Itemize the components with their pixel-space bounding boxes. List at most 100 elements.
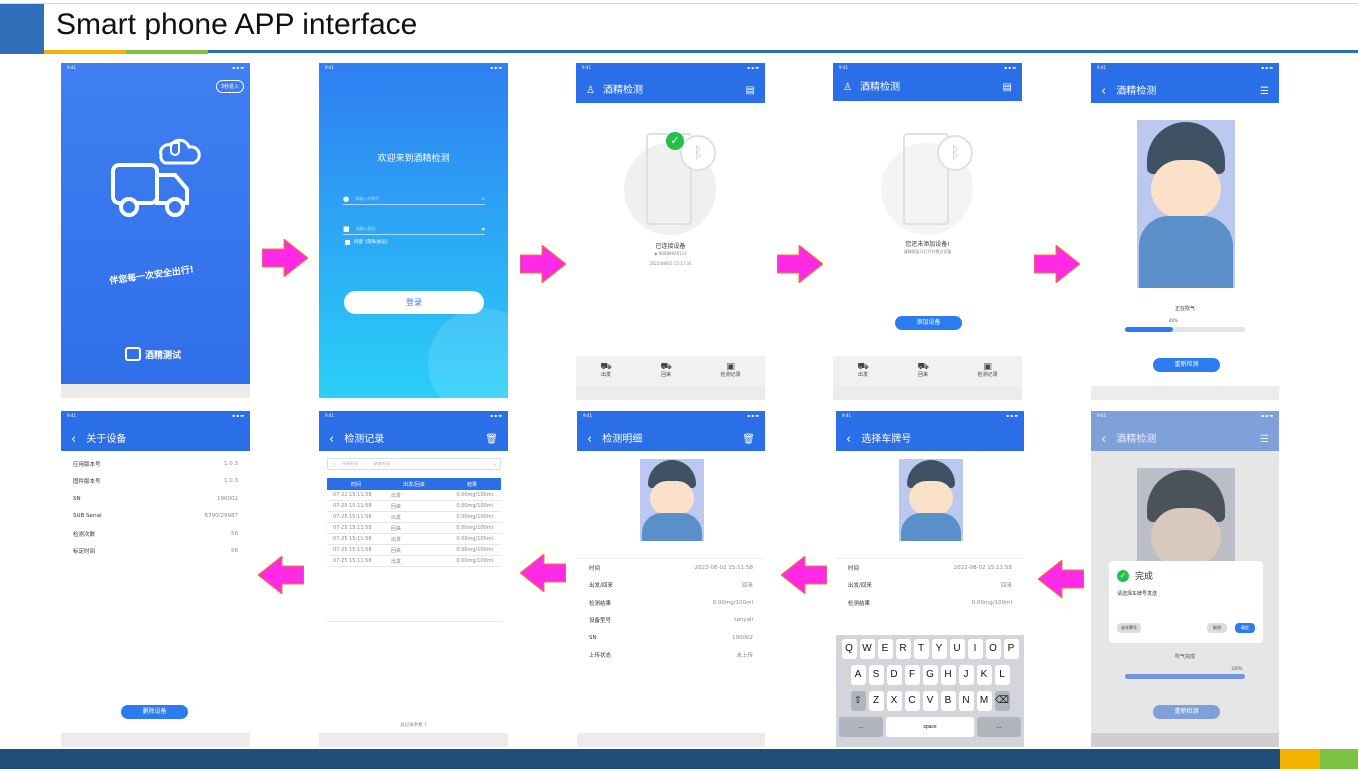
tab-records[interactable]: ▣检测记录 <box>978 363 998 379</box>
start-time-field[interactable]: 开始时间 <box>341 461 358 466</box>
key-n[interactable]: N <box>958 691 974 711</box>
key-k[interactable]: K <box>976 665 992 685</box>
login-button[interactable]: 登录 <box>344 291 484 314</box>
key-l[interactable]: L <box>994 665 1010 685</box>
key-d[interactable]: D <box>886 665 902 685</box>
back-icon[interactable]: ‹ <box>329 432 335 447</box>
key-f[interactable]: F <box>904 665 920 685</box>
mode-key[interactable]: ... <box>839 717 883 737</box>
detail-key: 出发/回来 <box>589 583 613 590</box>
info-value: 6790/29987 <box>204 513 238 520</box>
brand-truck-icon <box>125 347 141 361</box>
status-time: 9:41 <box>67 65 76 70</box>
truck-icon <box>111 138 201 217</box>
person-icon[interactable]: ♙ <box>843 82 852 93</box>
info-value: 1.0.3 <box>224 478 238 485</box>
cancel-button[interactable]: 取消 <box>1207 623 1227 633</box>
back-icon[interactable]: ‹ <box>587 432 593 447</box>
key-i[interactable]: I <box>967 639 983 659</box>
trash-icon[interactable]: 🗑 <box>742 434 755 445</box>
password-field[interactable]: ■ 请输入密码 ◉ <box>343 223 485 235</box>
key-r[interactable]: R <box>895 639 911 659</box>
person-icon[interactable]: ♙ <box>586 85 595 96</box>
date-range-search[interactable]: ▢ 开始时间 结束时间 ⌕ <box>327 458 501 470</box>
key-z[interactable]: Z <box>868 691 884 711</box>
key-v[interactable]: V <box>922 691 938 711</box>
filter-search-icon[interactable]: ☰ <box>1260 434 1269 445</box>
back-icon[interactable]: ‹ <box>1101 432 1107 447</box>
book-icon[interactable]: ▤ <box>745 85 755 96</box>
key-m[interactable]: M <box>976 691 992 711</box>
retest-button[interactable]: 重新检测 <box>1153 358 1220 372</box>
key-g[interactable]: G <box>922 665 938 685</box>
add-device-button[interactable]: 添加设备 <box>895 316 962 330</box>
tab-return[interactable]: ⛟回来 <box>917 363 928 379</box>
search-icon[interactable]: ⌕ <box>493 461 496 467</box>
plate-field[interactable]: ● 请输入车牌号 × <box>343 193 485 205</box>
bottom-strip <box>61 384 250 398</box>
key-h[interactable]: H <box>940 665 956 685</box>
trash-icon[interactable]: 🗑 <box>485 434 498 445</box>
key-t[interactable]: T <box>913 639 929 659</box>
dialog-message: 请选择车牌号发送 <box>1117 591 1158 597</box>
tab-records[interactable]: ▣检测记录 <box>721 363 741 379</box>
cell-result: 0.00mg/100ml <box>456 525 493 531</box>
footer-yellow-block <box>1280 749 1320 769</box>
arrow-right-1 <box>262 239 308 277</box>
key-x[interactable]: X <box>886 691 902 711</box>
back-icon[interactable]: ‹ <box>71 432 77 447</box>
key-u[interactable]: U <box>949 639 965 659</box>
bottom-strip <box>576 386 765 400</box>
choose-plate-button[interactable]: 选车牌号 <box>1117 623 1141 633</box>
key-a[interactable]: A <box>850 665 866 685</box>
back-icon[interactable]: ‹ <box>846 432 852 447</box>
app-title: 关于设备 <box>86 434 127 445</box>
space-key[interactable]: space <box>886 717 974 737</box>
delete-device-button[interactable]: 删除设备 <box>121 705 188 719</box>
dialog-actions: 选车牌号 取消 确定 <box>1117 623 1255 633</box>
tab-return[interactable]: ⛟回来 <box>660 363 671 379</box>
status-bar: 9:41▪ ▪ ▬ <box>577 411 765 421</box>
key-q[interactable]: Q <box>841 639 857 659</box>
backspace-key[interactable]: ⌫ <box>994 691 1010 711</box>
end-time-field[interactable]: 结束时间 <box>373 461 390 466</box>
tab-depart[interactable]: ⛟出发 <box>600 363 611 379</box>
back-icon[interactable]: ‹ <box>1101 84 1107 99</box>
footer-bar <box>0 749 1280 769</box>
key-c[interactable]: C <box>904 691 920 711</box>
key-s[interactable]: S <box>868 665 884 685</box>
shift-key[interactable]: ⇧ <box>850 691 866 711</box>
status-bar: 9:41▪ ▪ ▬ <box>836 411 1024 421</box>
key-o[interactable]: O <box>985 639 1001 659</box>
filter-search-icon[interactable]: ☰ <box>1260 86 1269 97</box>
key-e[interactable]: E <box>877 639 893 659</box>
detail-key: 时间 <box>589 565 601 572</box>
book-icon[interactable]: ▤ <box>1002 82 1012 93</box>
col-result: 结果 <box>466 481 477 488</box>
agree-checkbox[interactable] <box>345 239 350 245</box>
eye-icon[interactable]: ◉ <box>481 226 486 231</box>
key-b[interactable]: B <box>940 691 956 711</box>
tab-depart[interactable]: ⛟出发 <box>857 363 868 379</box>
return-key[interactable]: ... <box>977 717 1021 737</box>
clear-icon[interactable]: × <box>481 196 485 201</box>
hint-text: 请确保蓝牙打开并靠近设备 <box>903 249 952 254</box>
key-p[interactable]: P <box>1003 639 1019 659</box>
key-w[interactable]: W <box>859 639 875 659</box>
skip-button[interactable]: 3秒进入 <box>215 80 244 93</box>
agree-row[interactable]: 同意《隐私协议》 <box>345 239 390 245</box>
phone-outline <box>903 133 949 225</box>
key-j[interactable]: J <box>958 665 974 685</box>
retest-button[interactable]: 重新检测 <box>1153 705 1220 719</box>
key-y[interactable]: Y <box>931 639 947 659</box>
confirm-button[interactable]: 确定 <box>1235 623 1255 633</box>
